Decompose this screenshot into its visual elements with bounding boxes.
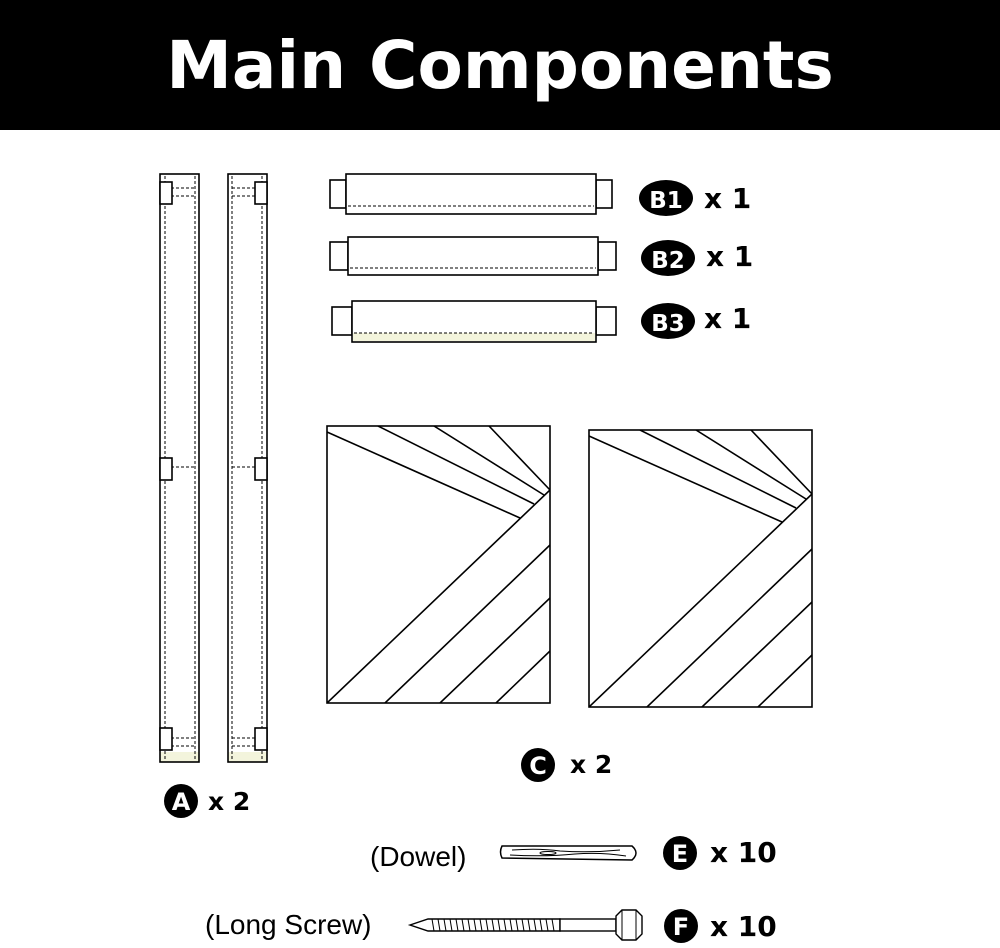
part-a-letter: A [172, 788, 191, 816]
rail-board-b1 [329, 173, 613, 215]
part-f-letter: F [673, 913, 689, 941]
part-f-badge [664, 909, 698, 943]
leg-board-right [227, 173, 268, 763]
part-e-letter: E [672, 840, 688, 868]
part-f-quantity: x 10 [710, 910, 777, 943]
part-b2-badge [641, 240, 695, 276]
part-b2-label: B2 x 1 [641, 240, 753, 276]
part-c-quantity: x 2 [570, 750, 612, 779]
header-banner: Main Components [0, 0, 1000, 130]
part-b1-quantity: x 1 [704, 182, 751, 215]
part-b3-quantity: x 1 [704, 302, 751, 335]
dowel-icon [499, 845, 637, 861]
part-c-label: C x 2 [521, 748, 612, 782]
rail-board-icon [329, 173, 617, 343]
part-b2-letter: B2 [651, 248, 685, 274]
part-e-badge [663, 836, 697, 870]
herringbone-panel-left [326, 425, 551, 704]
page-title: Main Components [166, 26, 834, 104]
part-c-badge [521, 748, 555, 782]
part-b3-label: B3 x 1 [641, 302, 751, 339]
leg-board-left [159, 173, 200, 763]
part-a-label: A x 2 [164, 784, 250, 818]
part-a-badge [164, 784, 198, 818]
rail-board-b3 [331, 300, 617, 343]
part-e-quantity: x 10 [710, 836, 777, 869]
part-c-letter: C [529, 752, 547, 780]
long-screw-icon [407, 909, 643, 941]
herringbone-panel-right [588, 429, 813, 708]
part-b3-badge [641, 303, 695, 339]
part-a-quantity: x 2 [208, 787, 250, 816]
part-b1-letter: B1 [649, 188, 683, 214]
part-f-label: F x 10 [664, 909, 777, 943]
long-screw-name: (Long Screw) [205, 909, 372, 940]
rail-board-b2 [329, 236, 617, 276]
part-b3-letter: B3 [651, 311, 685, 337]
part-b1-badge [639, 180, 693, 216]
part-b1-label: B1 x 1 [639, 180, 751, 216]
part-e-label: E x 10 [663, 836, 777, 870]
dowel-name: (Dowel) [370, 841, 466, 872]
part-b2-quantity: x 1 [706, 240, 753, 273]
leg-board-icon [159, 173, 268, 763]
herringbone-panel-icon [326, 425, 813, 708]
